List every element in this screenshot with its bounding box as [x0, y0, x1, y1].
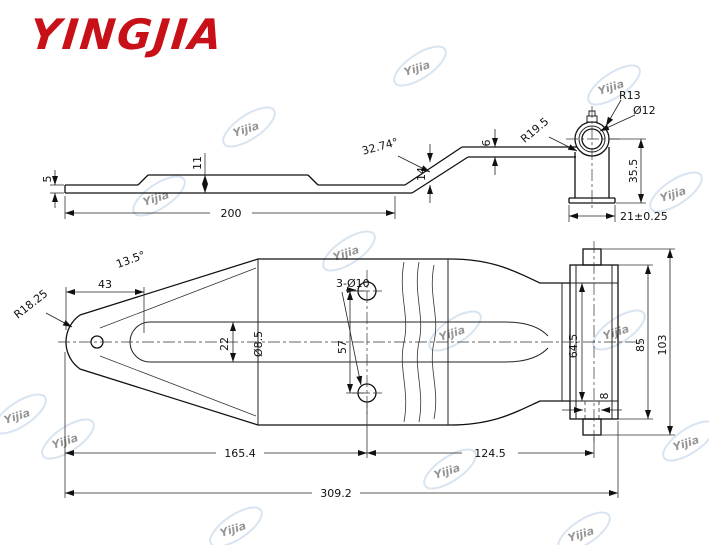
- dim-rib-end-dia: Ø8.5: [252, 331, 265, 357]
- dim-pin-hole-dia: Ø12: [633, 104, 656, 117]
- dim-boss-radius: R13: [619, 89, 641, 102]
- dim-flat-length: 200: [221, 207, 242, 220]
- dim-knuckle-height: 35.5: [627, 159, 640, 184]
- dim-step-offset: 14: [415, 167, 428, 181]
- dim-overall-length: 309.2: [320, 487, 352, 500]
- pin-end-bottom: [582, 418, 602, 436]
- dim-bend-angle: 32.74°: [361, 136, 400, 158]
- dim-bracket-radius: R19.5: [518, 115, 551, 146]
- dim-base-width: 21±0.25: [620, 210, 668, 223]
- dim-overall-height: 103: [656, 335, 669, 356]
- pin-end-top: [582, 248, 602, 266]
- plan-view-dimensions: 43 R18.25 13.5° 3-Ø10 Ø8.5 57 22: [11, 248, 675, 500]
- dim-knuckle-outer-len: 85: [634, 338, 647, 352]
- plan-view-outline: [65, 258, 570, 426]
- dim-pin-dia: 8: [598, 393, 611, 400]
- dim-plate-thickness: 5: [41, 176, 54, 183]
- dim-rib-width: 22: [218, 337, 231, 351]
- plan-view: 43 R18.25 13.5° 3-Ø10 Ø8.5 57 22: [11, 241, 675, 500]
- dim-taper-angle: 13.5°: [114, 248, 147, 270]
- dim-mount-holes: 3-Ø10: [336, 277, 370, 290]
- dim-rib-height: 11: [191, 156, 204, 170]
- dim-span-left: 165.4: [224, 447, 256, 460]
- dim-hole-spacing: 57: [336, 340, 349, 354]
- side-view-strap-outline: [64, 146, 577, 194]
- dim-tip-radius: R18.25: [11, 287, 50, 321]
- dim-upper-thickness: 6: [480, 140, 493, 147]
- side-view-knuckle: [566, 106, 620, 210]
- dim-span-right: 124.5: [474, 447, 506, 460]
- dim-knuckle-inner-len: 64.5: [567, 334, 580, 359]
- dim-tip-to-rib: 43: [98, 278, 112, 291]
